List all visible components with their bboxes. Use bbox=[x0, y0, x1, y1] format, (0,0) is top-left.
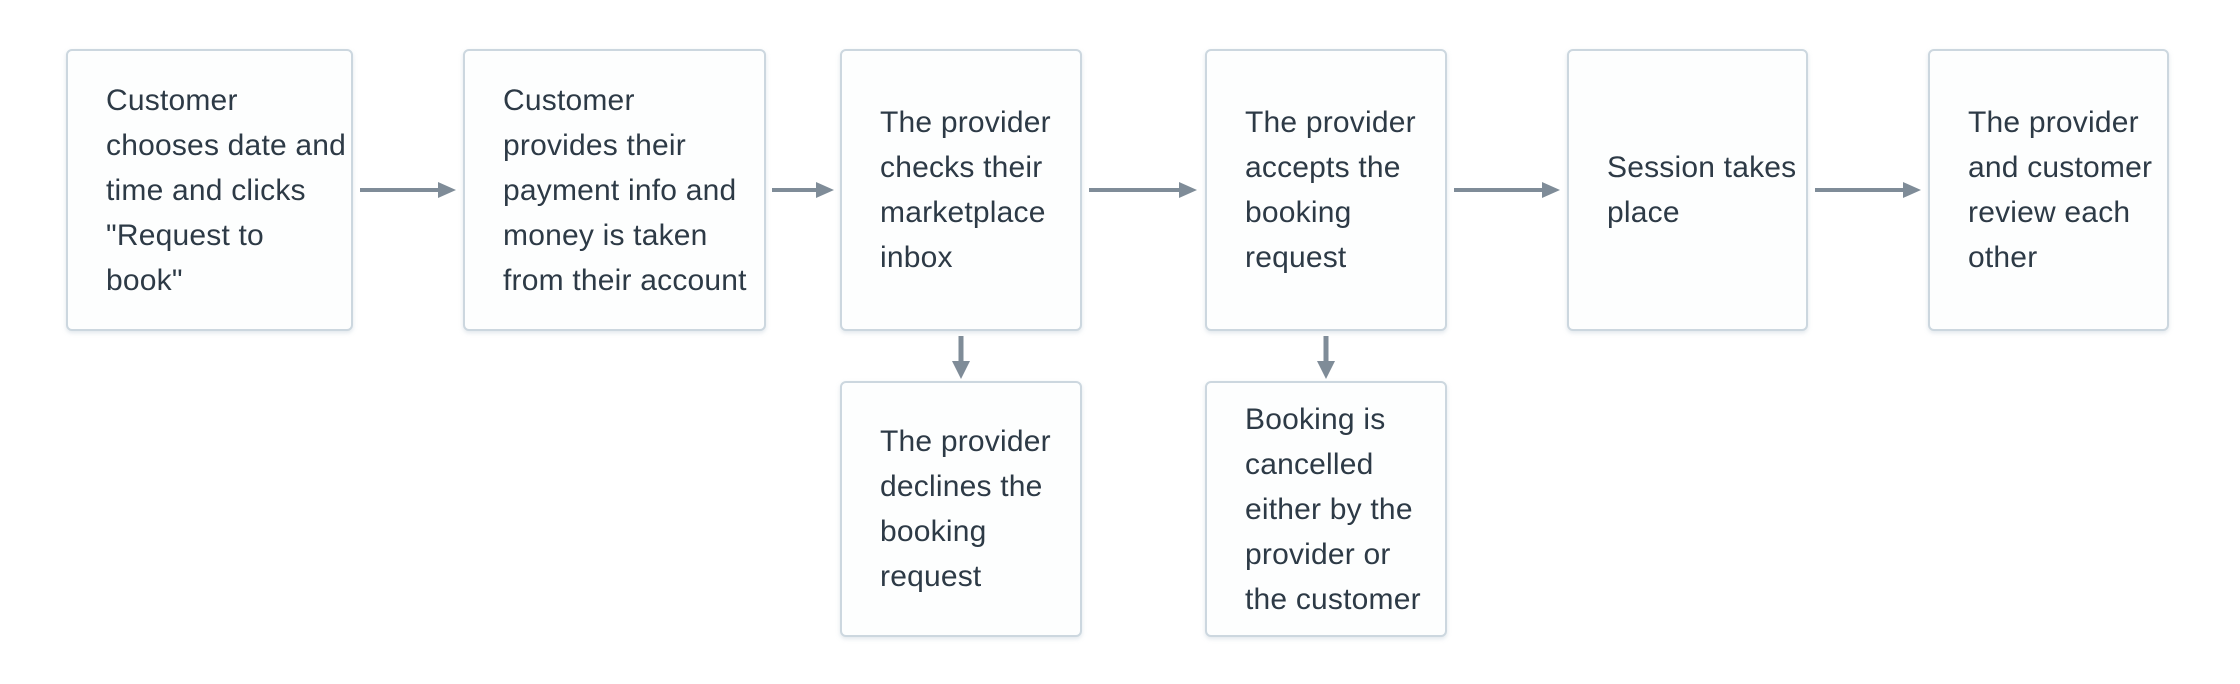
arrow-down-icon bbox=[952, 336, 970, 379]
arrow-down-icon bbox=[1317, 336, 1335, 379]
flow-step-label: Booking is cancelled either by the provi… bbox=[1245, 402, 1421, 616]
arrow-right-icon bbox=[1454, 182, 1560, 198]
flow-step-request-to-book: Customer chooses date and time and click… bbox=[66, 49, 353, 331]
flow-step-label: The provider declines the booking reques… bbox=[880, 425, 1051, 593]
flow-step-review-each-other: The provider and customer review each ot… bbox=[1928, 49, 2169, 331]
flow-step-booking-cancelled: Booking is cancelled either by the provi… bbox=[1205, 381, 1447, 637]
flow-step-accept-request: The provider accepts the booking request bbox=[1205, 49, 1447, 331]
arrow-right-icon bbox=[360, 182, 456, 198]
flow-step-payment-info: Customer provides their payment info and… bbox=[463, 49, 766, 331]
flow-step-decline-request: The provider declines the booking reques… bbox=[840, 381, 1082, 637]
arrow-right-icon bbox=[1089, 182, 1197, 198]
arrow-right-icon bbox=[1815, 182, 1921, 198]
flow-step-label: Customer chooses date and time and click… bbox=[106, 83, 347, 297]
flow-step-label: The provider checks their marketplace in… bbox=[880, 106, 1051, 274]
flow-step-label: Session takes place bbox=[1607, 151, 1797, 229]
flow-step-label: Customer provides their payment info and… bbox=[503, 83, 747, 297]
flow-step-label: The provider accepts the booking request bbox=[1245, 106, 1416, 274]
flow-step-label: The provider and customer review each ot… bbox=[1968, 106, 2153, 274]
flow-step-session-takes-place: Session takes place bbox=[1567, 49, 1808, 331]
flow-step-check-inbox: The provider checks their marketplace in… bbox=[840, 49, 1082, 331]
arrow-right-icon bbox=[772, 182, 834, 198]
